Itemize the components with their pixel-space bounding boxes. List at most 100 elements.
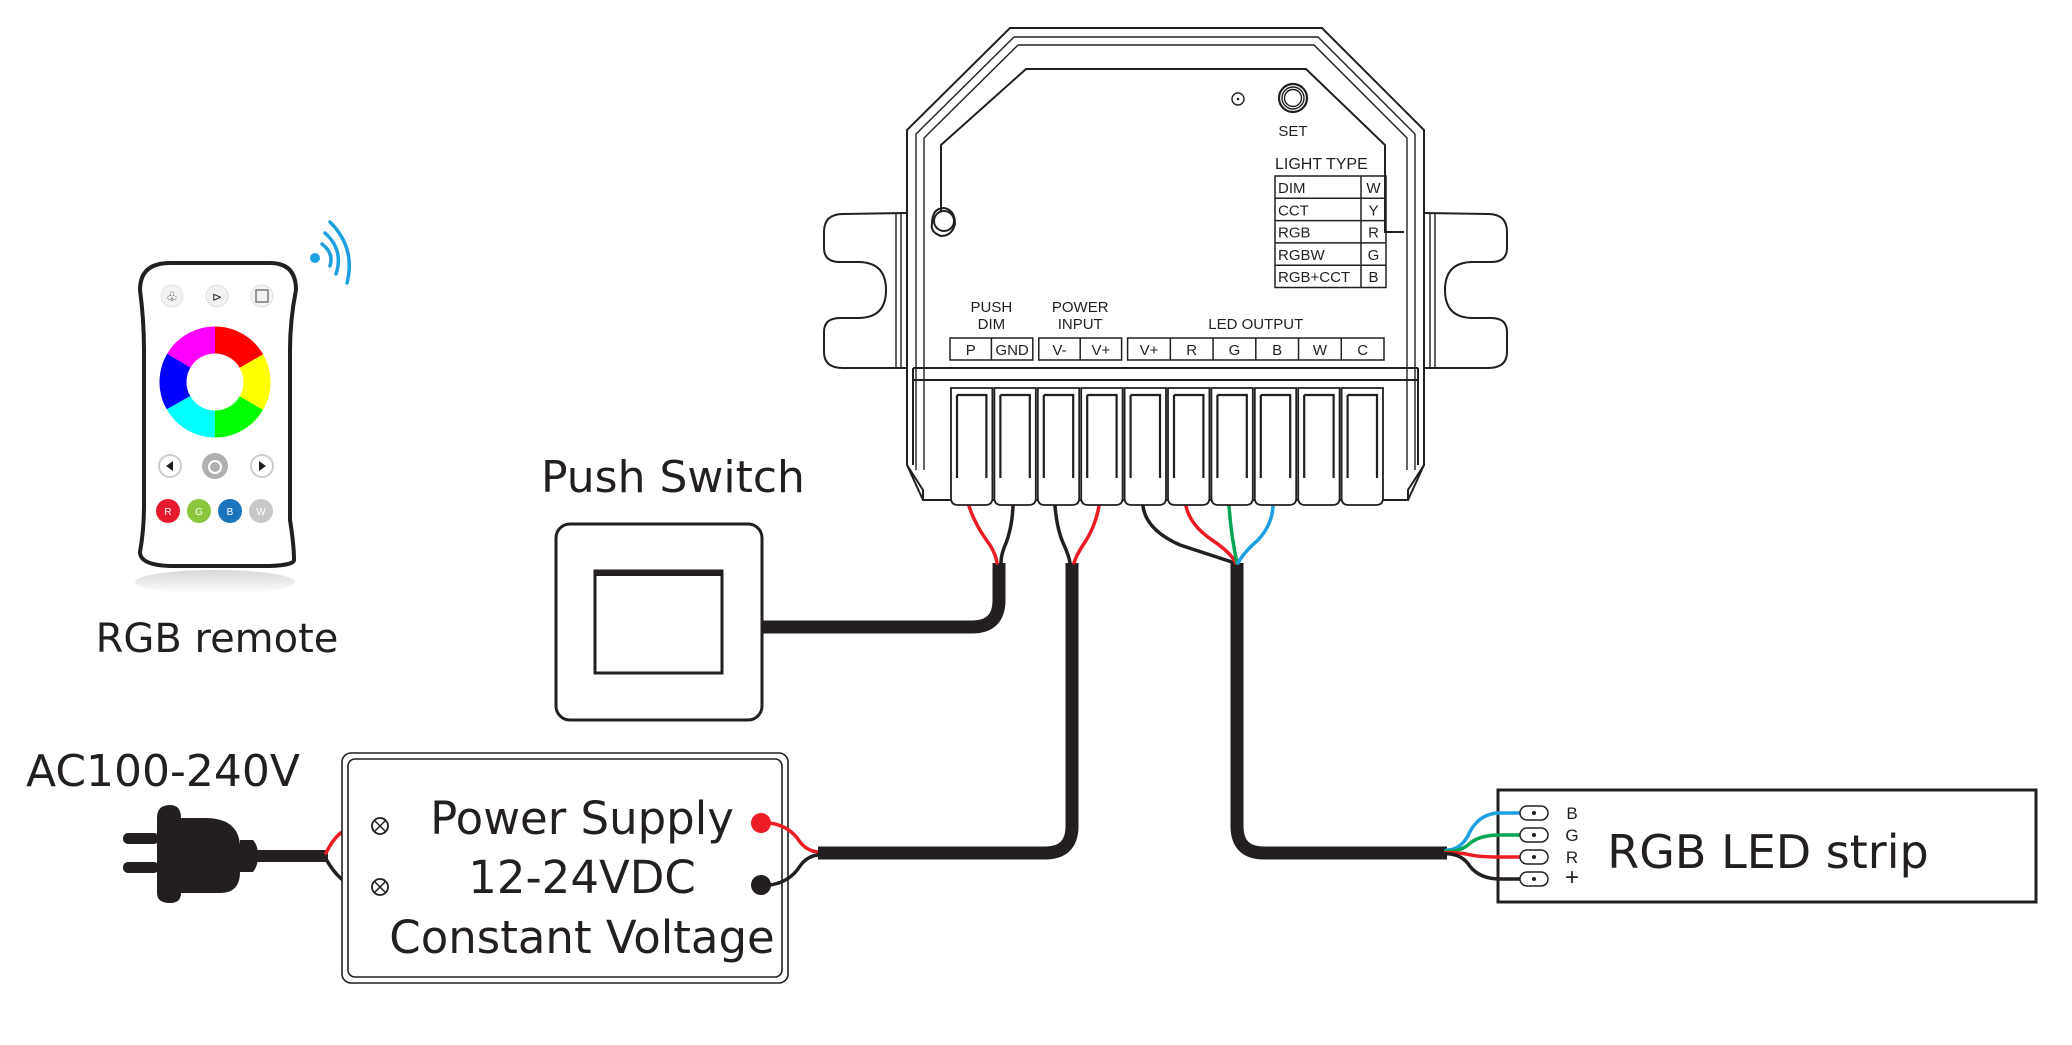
push-switch: Push Switch — [541, 452, 805, 722]
right-arrow-icon — [259, 461, 266, 471]
light-type-code: B — [1368, 269, 1378, 286]
set-button[interactable] — [1277, 82, 1309, 114]
color-button-label: G — [195, 507, 203, 518]
strip-wire — [1444, 811, 1522, 852]
switch-rocker[interactable] — [593, 569, 724, 675]
power-supply: Power Supply 12-24VDC Constant Voltage — [341, 752, 822, 984]
light-type-name: RGB+CCT — [1278, 269, 1350, 286]
led-strip-label: RGB LED strip — [1607, 825, 1928, 879]
psu-type: Constant Voltage — [389, 911, 774, 964]
terminal-slot[interactable] — [993, 387, 1037, 506]
terminal-slot[interactable] — [1253, 387, 1298, 506]
strip-pad-b: B — [1444, 804, 1578, 852]
terminal-label: R — [1186, 342, 1197, 359]
terminal-slot[interactable] — [1036, 387, 1081, 506]
plug-prong-bottom — [123, 862, 159, 873]
color-button-w[interactable] — [249, 499, 273, 523]
light-type-name: RGB — [1278, 225, 1311, 242]
terminal-group-label: DIM — [978, 316, 1006, 333]
color-button-g[interactable] — [187, 499, 211, 523]
light-type-name: DIM — [1278, 180, 1306, 197]
color-button-r[interactable] — [156, 499, 180, 523]
terminal-slot[interactable] — [1123, 387, 1167, 506]
left-arrow-icon — [166, 461, 173, 471]
terminal-wires — [967, 504, 1275, 565]
terminal-slot[interactable] — [1340, 387, 1384, 506]
speed-button[interactable] — [205, 284, 229, 308]
led-strip-body — [1496, 788, 2038, 904]
power-cable — [818, 563, 1079, 860]
plug-body-icon — [157, 805, 258, 903]
light-type-code: G — [1368, 247, 1380, 264]
plug-prong-top — [123, 833, 159, 844]
power-icon — [208, 460, 222, 474]
led-strip: BGR+ RGB LED strip — [1444, 788, 2038, 904]
pad-label: R — [1566, 848, 1578, 867]
color-button-b[interactable] — [218, 499, 242, 523]
light-type-row: RGBW G — [1278, 247, 1379, 264]
terminal-group-label: LED OUTPUT — [1208, 316, 1303, 333]
status-led-icon — [1231, 92, 1245, 106]
terminal-slot[interactable] — [1210, 387, 1254, 506]
pad-label: B — [1566, 804, 1577, 823]
psu-voltage: 12-24VDC — [468, 851, 696, 904]
color-button-label: R — [164, 507, 171, 518]
strip-pad-g: G — [1444, 826, 1579, 854]
mode-button[interactable] — [160, 284, 184, 308]
remote-nav-buttons — [158, 453, 274, 479]
pad-label: + — [1565, 864, 1579, 891]
terminal-label: V+ — [1140, 342, 1159, 359]
mounting-hole — [933, 210, 955, 232]
terminal-group-label: PUSH — [971, 299, 1013, 316]
terminal-label: P — [966, 342, 976, 359]
save-icon — [255, 289, 269, 303]
terminal-label: C — [1357, 342, 1368, 359]
terminal-group-label: POWER — [1052, 299, 1109, 316]
light-type-title: LIGHT TYPE — [1275, 156, 1368, 173]
terminal-label: V- — [1052, 342, 1066, 359]
strip-wire — [1444, 850, 1522, 859]
save-button[interactable] — [250, 284, 274, 308]
terminal-label: GND — [995, 342, 1029, 359]
strip-wire — [1444, 833, 1522, 854]
strip-pads: BGR+ — [1444, 804, 1579, 891]
power-button[interactable] — [202, 453, 228, 479]
remote-top-buttons: ♧ ⊳ — [160, 284, 274, 308]
light-type-name: CCT — [1278, 202, 1309, 219]
set-label: SET — [1278, 123, 1307, 140]
push-switch-label: Push Switch — [541, 452, 805, 503]
strip-pad-r: R — [1444, 848, 1578, 867]
psu-negative-terminal — [751, 875, 771, 895]
color-button-label: B — [227, 507, 234, 518]
mains-label: AC100-240V — [26, 746, 300, 797]
cables — [763, 563, 1447, 860]
psu-input-terminals — [371, 817, 389, 896]
psu-outer — [341, 752, 789, 984]
color-button-label: W — [256, 507, 266, 518]
terminal-slot[interactable] — [1297, 387, 1341, 506]
terminal-block — [906, 387, 1425, 506]
psu-inner — [347, 758, 783, 978]
mains-plug: AC100-240V — [26, 746, 379, 903]
color-wheel[interactable] — [159, 326, 271, 438]
terminal-label: G — [1229, 342, 1241, 359]
terminal-slot[interactable] — [1080, 387, 1124, 506]
terminal-slot[interactable] — [950, 387, 994, 506]
speed-icon: ⊳ — [212, 290, 222, 304]
terminal-slot[interactable] — [1167, 387, 1211, 506]
remote-label: RGB remote — [96, 616, 339, 662]
psu-title: Power Supply — [430, 792, 734, 845]
terminal-label: V+ — [1092, 342, 1111, 359]
remote-reflection — [135, 570, 295, 594]
terminal-label: B — [1272, 342, 1282, 359]
light-type-name: RGBW — [1278, 247, 1326, 264]
led-output-cable — [1230, 563, 1447, 860]
light-type-row: RGB+CCT B — [1278, 269, 1379, 286]
plug-cord — [255, 850, 328, 862]
strip-pad-plus: + — [1444, 852, 1579, 891]
